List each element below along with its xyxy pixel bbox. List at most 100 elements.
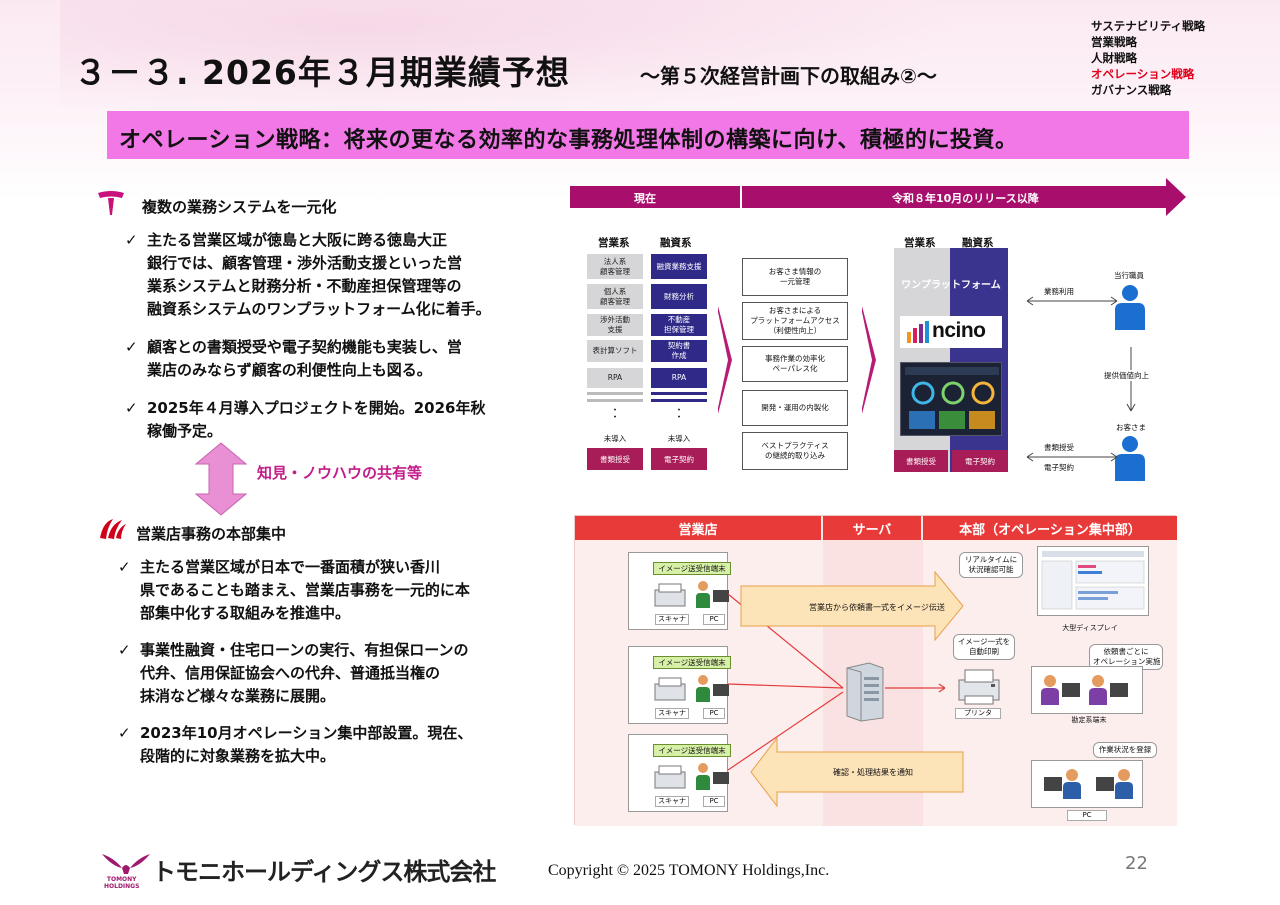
- current-loan-header: 融資系: [660, 237, 692, 249]
- hq-header: 本部（オペレーション集中部）: [923, 516, 1177, 540]
- tomony-logo-text: TOMONY HOLDINGS: [104, 876, 140, 890]
- current-doc-exchange: 書類授受: [587, 448, 643, 470]
- future-loan-header: 融資系: [962, 237, 994, 249]
- page-subtitle: ～第５次経営計画下の取組み②～: [640, 64, 937, 88]
- current-sales-header: 営業系: [598, 237, 630, 249]
- customer-person-icon: [1115, 436, 1145, 481]
- current-sales-cell: 法人系 顧客管理: [587, 254, 643, 279]
- section2-bullet-3: ✓ 2023年10月オペレーション集中部設置。現在、 段階的に対象業務を拡大中。: [118, 724, 473, 765]
- send-arrow-label: 営業店から依頼書一式をイメージ伝送: [809, 603, 945, 612]
- future-e-contract: 電子契約: [952, 450, 1008, 472]
- current-loan-cell: 融資業務支援: [651, 254, 707, 279]
- sales-not-introduced: 未導入: [603, 434, 627, 443]
- business-use-arrow: [1026, 296, 1118, 306]
- section1-bullet-1: ✓ 主たる営業区域が徳島と大阪に跨る徳島大正 銀行では、顧客管理・渉外活動支援と…: [125, 231, 491, 318]
- double-arrow-icon: [195, 442, 247, 516]
- current-loan-cell: 財務分析: [651, 284, 707, 309]
- timeline-arrowhead: [1166, 178, 1186, 216]
- terminal-label: イメージ送受信端末: [653, 562, 731, 575]
- terminal-label: イメージ送受信端末: [653, 744, 731, 757]
- printer-icon: [958, 669, 1000, 705]
- scanner-pc-icons: [654, 581, 729, 608]
- loan-not-introduced: 未導入: [667, 434, 691, 443]
- benefit-box: 開発・運用の内製化: [742, 390, 848, 426]
- strategy-list: サステナビリティ戦略営業戦略人財戦略オペレーション戦略ガバナンス戦略: [1091, 18, 1205, 98]
- server-icon: [846, 662, 884, 722]
- benefit-box: お客さま情報の 一元管理: [742, 258, 848, 296]
- scanner-label: スキャナ: [655, 614, 689, 625]
- kagawa-bank-logo-icon: [100, 519, 126, 539]
- strategy-item-2: 営業戦略: [1091, 35, 1137, 49]
- section1-bullet-3: ✓ 2025年４月導入プロジェクトを開始。2026年秋 稼働予定。: [125, 399, 486, 440]
- ncino-text: ncino: [932, 319, 986, 342]
- section2-bullet-1: ✓ 主たる営業区域が日本で一番面積が狭い香川 県であることも踏まえ、営業店事務を…: [118, 558, 470, 622]
- big-display-label: 大型ディスプレイ: [1062, 624, 1118, 632]
- scanner-pc-icons: [654, 763, 729, 790]
- current-sales-cell: 表計算ソフト: [587, 340, 643, 362]
- big-display-screen: [1037, 546, 1149, 616]
- terminal-label: イメージ送受信端末: [653, 656, 731, 669]
- benefit-box: お客さまによる プラットフォームアクセス （利便性向上）: [742, 302, 848, 340]
- customer-label: お客さま: [1116, 423, 1146, 432]
- section1-bullet-2: ✓ 顧客との書類授受や電子契約機能も実装し、営 業店のみならず顧客の利便性向上も…: [125, 338, 462, 379]
- scanner-pc-icons: [654, 675, 729, 702]
- copyright: Copyright © 2025 TOMONY Holdings,Inc.: [548, 862, 830, 879]
- branch-header: 営業店: [575, 516, 821, 540]
- current-sales-cell: RPA: [587, 368, 643, 388]
- realtime-bubble: リアルタイムに 状況確認可能: [959, 552, 1023, 578]
- future-doc-exchange: 書類授受: [894, 450, 948, 472]
- pc-label: PC: [703, 614, 725, 625]
- current-loan-cell: RPA: [651, 368, 707, 388]
- timeline-future-label: 令和８年10月のリリース以降: [892, 192, 1039, 205]
- section2-bullet-2: ✓ 事業性融資・住宅ローンの実行、有担保ローンの 代弁、信用保証協会への代弁、普…: [118, 641, 469, 705]
- future-sales-header: 営業系: [904, 237, 936, 249]
- benefit-box: ベストプラクティス の継続的取り込み: [742, 432, 848, 470]
- platform-diagram: 現在 令和８年10月のリリース以降 営業系 融資系 法人系 顧客管理個人系 顧客…: [570, 178, 1188, 481]
- printer-label: プリンタ: [955, 708, 1001, 719]
- value-up-label: 提供価値向上: [1104, 370, 1149, 381]
- knowledge-sharing-label: 知見・ノウハウの共有等: [257, 464, 423, 482]
- doc-exchange-arrow: [1026, 452, 1118, 462]
- operators-workstation: [1031, 666, 1143, 714]
- tokushima-taisho-logo-icon: [98, 191, 124, 215]
- staff-label: 当行職員: [1114, 271, 1144, 280]
- connection-lines: [727, 570, 964, 808]
- pc-label: PC: [703, 796, 725, 807]
- tomony-logo-icon: [102, 854, 150, 874]
- scanner-label: スキャナ: [655, 796, 689, 807]
- doc-exchange-label: 書類授受: [1044, 443, 1074, 452]
- scanner-label: スキャナ: [655, 708, 689, 719]
- centralization-diagram: 営業店 サーバ 本部（オペレーション集中部） イメージ送受信端末スキャナ PC イメ…: [574, 515, 1177, 826]
- staff-person-icon: [1115, 285, 1145, 330]
- section1-title: 複数の業務システムを一元化: [142, 198, 337, 216]
- current-loan-cell: 契約書 作成: [651, 340, 707, 362]
- server-header: サーバ: [823, 516, 921, 540]
- benefit-box: 事務作業の効率化 ペーパレス化: [742, 346, 848, 382]
- ncino-bars-icon: [907, 321, 929, 343]
- return-arrow-label: 確認・処理結果を通知: [833, 768, 913, 777]
- company-name: トモニホールディングス株式会社: [152, 858, 496, 886]
- current-loan-cell: 不動産 担保管理: [651, 314, 707, 336]
- current-sales-cell: 個人系 顧客管理: [587, 284, 643, 309]
- page-number: 22: [1125, 853, 1148, 874]
- section2-title: 営業店事務の本部集中: [136, 525, 287, 543]
- auto-print-bubble: イメージ一式を 自動印刷: [953, 634, 1015, 660]
- strategy-item-3: 人財戦略: [1091, 51, 1137, 65]
- operation-bubble: 依頼書ごとに オペレーション実施: [1089, 644, 1163, 670]
- strategy-item-5: ガバナンス戦略: [1091, 83, 1172, 97]
- e-contract-label: 電子契約: [1044, 463, 1074, 472]
- fixed-terminal-label: 勘定系端末: [1071, 716, 1107, 724]
- dashboard-screenshot: [900, 362, 1002, 436]
- timeline-bar: [570, 186, 1170, 208]
- current-sales-cell: 渉外活動 支援: [587, 314, 643, 336]
- register-status-bubble: 作業状況を登録: [1093, 742, 1157, 758]
- one-platform-title: ワンプラットフォーム: [901, 280, 1001, 291]
- page-title: ３－３. 2026年３月期業績予想: [74, 53, 570, 92]
- timeline-now-label: 現在: [634, 192, 656, 205]
- pc2-label: PC: [1067, 810, 1107, 821]
- headline-banner: オペレーション戦略：将来の更なる効率的な事務処理体制の構築に向け、積極的に投資。: [107, 111, 1189, 159]
- header-background: [0, 0, 1280, 200]
- pc-label: PC: [703, 708, 725, 719]
- current-e-contract: 電子契約: [651, 448, 707, 470]
